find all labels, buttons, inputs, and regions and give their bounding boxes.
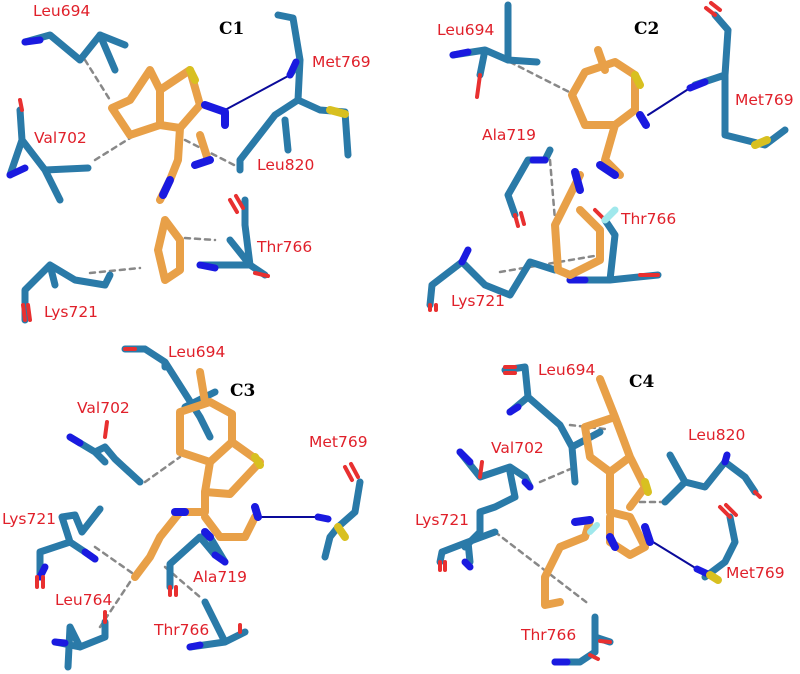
residue-label: Lys721 xyxy=(415,511,470,529)
residue-label: Val702 xyxy=(77,399,130,417)
residue-label: Leu694 xyxy=(168,343,226,361)
oxygen-atoms xyxy=(35,347,360,634)
residue-label: Thr766 xyxy=(257,238,313,256)
residue-label: Met769 xyxy=(309,433,368,451)
panel-c1: C1 Leu694 Met769 Val702 Leu820 Thr766 Ly… xyxy=(0,0,400,337)
residue-label: Thr766 xyxy=(154,621,210,639)
residue-label: Val702 xyxy=(34,129,87,147)
c2-structure xyxy=(426,1,789,312)
residue-label: Ala719 xyxy=(482,126,536,144)
oxygen-atoms xyxy=(18,98,270,322)
residue-label: Leu694 xyxy=(437,21,495,39)
nitrogen-atoms xyxy=(449,48,709,284)
nitrogen-atoms xyxy=(6,36,300,272)
residue-label: Leu764 xyxy=(55,591,113,609)
hbond-line xyxy=(224,74,291,111)
sulfur-atoms xyxy=(641,478,722,584)
ligand-nitrogens xyxy=(171,503,262,541)
fluorine-atom xyxy=(587,522,600,535)
hbond-line xyxy=(652,541,698,570)
ligand xyxy=(541,375,649,609)
residue-label: Leu820 xyxy=(688,426,746,444)
panel-c3: C3 Leu694 Val702 Met769 Lys721 Ala719 Le… xyxy=(0,337,400,674)
protein-residues xyxy=(36,345,364,671)
residue-label: Val702 xyxy=(491,439,544,457)
panel-title: C1 xyxy=(219,19,245,39)
residue-label: Met769 xyxy=(312,53,371,71)
hydrophobic-contacts xyxy=(493,423,667,607)
ligand xyxy=(108,66,212,284)
panel-c4: C4 Leu694 Leu820 Val702 Lys721 Met769 Th… xyxy=(400,337,800,674)
oxygen-atoms xyxy=(438,365,762,661)
ligand xyxy=(131,368,264,581)
c1-structure xyxy=(6,11,352,324)
sulfur-atoms xyxy=(186,66,349,118)
sulfur-atoms xyxy=(251,453,349,541)
c4-structure xyxy=(436,363,762,666)
protein-residues xyxy=(436,363,759,666)
residue-label: Thr766 xyxy=(621,210,677,228)
sulfur-atoms xyxy=(631,71,771,149)
residue-label: Lys721 xyxy=(44,303,99,321)
c3-structure xyxy=(35,345,364,671)
residue-label: Lys721 xyxy=(451,292,506,310)
hydrophobic-contacts xyxy=(83,58,242,275)
ligand-nitrogens xyxy=(571,111,650,194)
hydrophobic-contacts xyxy=(498,60,602,274)
panel-title: C4 xyxy=(629,372,655,392)
fluorine-atom xyxy=(601,206,619,224)
residue-label: Leu820 xyxy=(257,156,315,174)
panel-title: C2 xyxy=(634,19,660,39)
residue-label: Met769 xyxy=(735,91,794,109)
residue-label: Leu694 xyxy=(538,361,596,379)
hbond-line xyxy=(647,87,691,116)
panel-c2: C2 Leu694 Met769 Ala719 Thr766 Lys721 xyxy=(400,0,800,337)
nitrogen-atoms xyxy=(36,433,332,651)
residue-label: Thr766 xyxy=(521,626,577,644)
ligand xyxy=(551,46,639,279)
residue-label: Ala719 xyxy=(193,568,247,586)
oxygen-atoms xyxy=(428,1,722,312)
protein-residues xyxy=(426,1,789,309)
ligand-nitrogens xyxy=(571,516,654,551)
residue-label: Leu694 xyxy=(33,2,91,20)
ligand-nitrogens xyxy=(159,101,229,199)
residue-label: Lys721 xyxy=(2,510,57,528)
residue-label: Met769 xyxy=(726,564,785,582)
panel-title: C3 xyxy=(230,381,256,401)
